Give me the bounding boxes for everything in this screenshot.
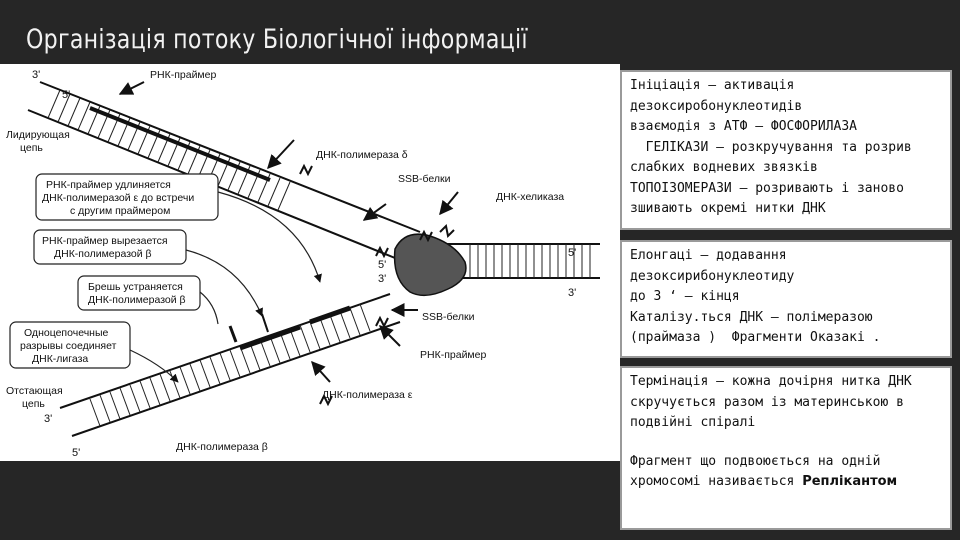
elongation-line-1: Елонгаці – додавання дезоксирибонуклеоти… xyxy=(630,248,795,284)
termination-line-2: скручується разом із материнською в xyxy=(630,394,904,410)
termination-panel: Термінація – кожна дочірня нитка ДНК скр… xyxy=(620,366,952,530)
termination-line-5: хромосомі називається Реплікантом xyxy=(630,472,942,493)
callout-1-line-1: РНК-праймер удлиняется xyxy=(46,179,171,191)
dna-pol-epsilon-label: ДНК-полимераза ε xyxy=(322,389,413,401)
end-right-3: 3' xyxy=(568,287,576,299)
termination-line-3: подвійні спіралі xyxy=(630,415,756,430)
callout-4-line-3: ДНК-лигаза xyxy=(32,353,88,365)
callout-2-line-2: ДНК-полимеразой β xyxy=(54,248,152,260)
leading-strand-label-2: цепь xyxy=(20,142,43,154)
elongation-line-2: до 3 ‘ – кінця xyxy=(630,289,740,304)
ssb-bottom-label: SSB-белки xyxy=(422,311,475,323)
replicon-term: Реплікантом xyxy=(802,474,898,489)
end-fork-5: 5' xyxy=(378,259,386,271)
callout-4-line-2: разрывы соединяет xyxy=(20,340,117,352)
end-fork-3: 3' xyxy=(378,273,386,285)
rna-primer-top-label: РНК-праймер xyxy=(150,69,216,81)
initiation-line-1: Ініціація – активація дезоксиробонуклеот… xyxy=(630,78,803,114)
termination-line-4: Фрагмент що подвоюється на одній xyxy=(630,453,881,469)
initiation-line-3: ГЕЛІКАЗИ – розкручування та розрив xyxy=(630,139,912,155)
leading-strand-label-1: Лидирующая xyxy=(6,129,70,141)
termination-line-1: Термінація – кожна дочірня нитка ДНК xyxy=(630,374,912,389)
dna-pol-beta-label: ДНК-полимераза β xyxy=(176,441,268,453)
dna-helicase-label: ДНК-хеликаза xyxy=(496,191,564,203)
callout-pointers xyxy=(129,191,322,383)
parental-duplex xyxy=(440,243,600,279)
elongation-line-4: (праймаза ) Фрагменти Оказакі . xyxy=(630,330,881,345)
callout-4-line-1: Одноцепочечные xyxy=(24,327,109,339)
replication-fork-figure: РНК-праймер Лидирующая цепь ДНК-полимера… xyxy=(6,69,600,459)
callout-3-line-1: Брешь устраняется xyxy=(88,281,183,293)
elongation-line-3: Каталізу.ться ДНК – полімеразою xyxy=(630,309,873,325)
elongation-panel: Елонгаці – додавання дезоксирибонуклеоти… xyxy=(620,240,952,358)
leading-duplex xyxy=(27,81,421,261)
callout-1-line-2: ДНК-полимеразой ε до встречи xyxy=(42,192,194,204)
initiation-line-6: зшивають окремі нитки ДНК xyxy=(630,201,826,216)
label-pointers xyxy=(118,81,459,383)
callout-3-line-2: ДНК-полимеразой β xyxy=(88,294,186,306)
end-bottom-left-5: 5' xyxy=(72,447,80,459)
callout-2-line-1: РНК-праймер вырезается xyxy=(42,235,168,247)
initiation-panel: Ініціація – активація дезоксиробонуклеот… xyxy=(620,70,952,230)
callout-1-line-3: с другим праймером xyxy=(70,205,170,217)
end-bottom-left-3: 3' xyxy=(44,413,52,425)
callout-boxes xyxy=(9,173,219,369)
end-top-left-5: 5' xyxy=(62,89,70,101)
lagging-duplex xyxy=(59,293,401,437)
dna-pol-delta-label: ДНК-полимераза δ xyxy=(316,149,408,161)
lagging-strand-label-1: Отстающая xyxy=(6,385,63,397)
termination-line-5-prefix: хромосомі називається xyxy=(630,474,803,489)
end-top-left-3: 3' xyxy=(32,69,40,81)
initiation-line-5: ТОПОІЗОМЕРАЗИ – розривають і заново xyxy=(630,180,904,196)
rna-primer-bottom-label: РНК-праймер xyxy=(420,349,486,361)
end-right-5: 5' xyxy=(568,247,576,259)
initiation-line-2: взаємодія з АТФ – ФОСФОРИЛАЗА xyxy=(630,119,857,134)
initiation-line-4: слабких водневих звязків xyxy=(630,160,818,175)
page-title: Організація потоку Біологічної інформаці… xyxy=(26,24,528,55)
replication-diagram: РНК-праймер Лидирующая цепь ДНК-полимера… xyxy=(0,64,620,461)
lagging-strand-label-2: цепь xyxy=(22,398,45,410)
ssb-top-label: SSB-белки xyxy=(398,173,451,185)
